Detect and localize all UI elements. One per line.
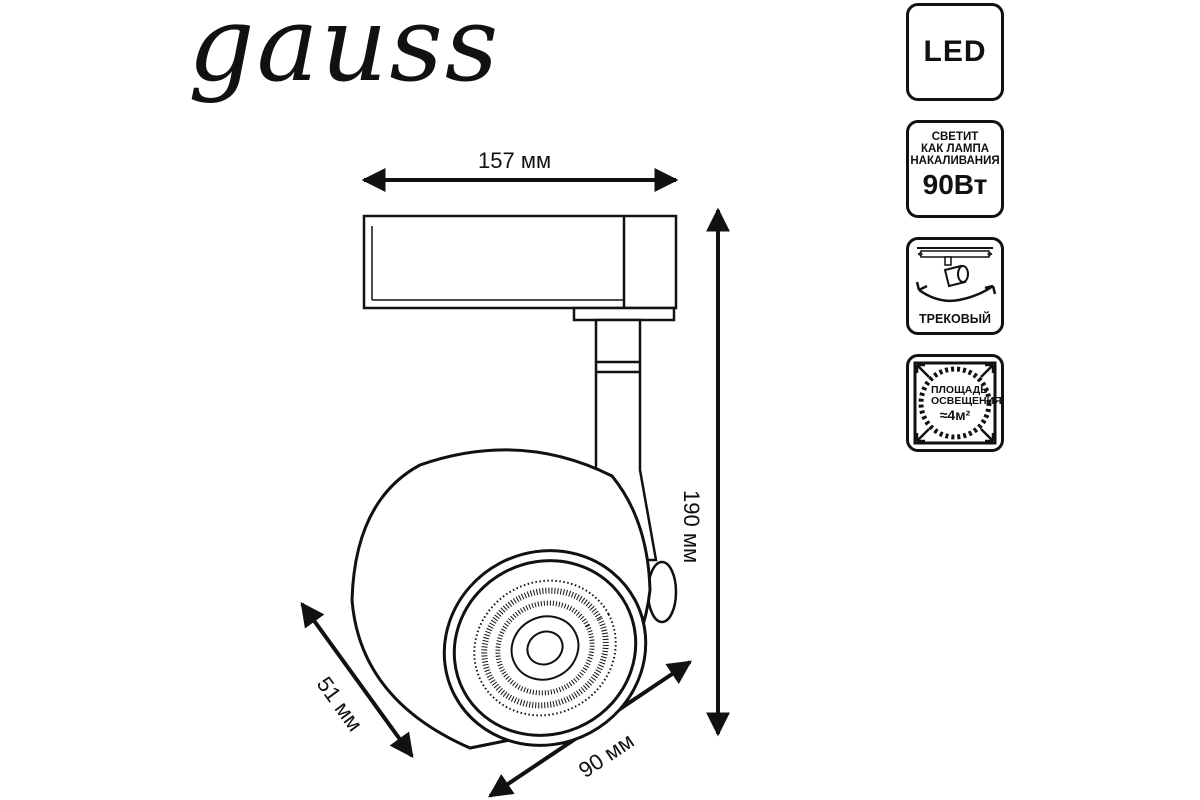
depth-dimension-arrow: [300, 602, 414, 758]
equivalent-line-1: СВЕТИТ: [931, 131, 979, 143]
area-line-1: ПЛОЩАДЬ: [931, 384, 988, 396]
area-label: ПЛОЩАДЬ ОСВЕЩЕНИЯ: [931, 384, 1002, 407]
led-badge: LED: [906, 3, 1004, 101]
reflector: [473, 579, 617, 717]
illumination-area-badge: ПЛОЩАДЬ ОСВЕЩЕНИЯ ≈4м²: [906, 354, 1004, 452]
area-icon: [913, 361, 997, 445]
width-dimension-label: 157 мм: [478, 148, 552, 173]
equivalent-line-3: НАКАЛИВАНИЯ: [910, 155, 1000, 167]
led-label: LED: [923, 35, 987, 68]
equivalent-power-badge: СВЕТИТ КАК ЛАМПА НАКАЛИВАНИЯ 90Вт: [906, 120, 1004, 218]
equivalent-value: 90Вт: [922, 169, 988, 200]
track-adapter: [362, 214, 678, 322]
track-type-badge: ТРЕКОВЫЙ: [906, 237, 1004, 335]
area-line-2: ОСВЕЩЕНИЯ: [931, 395, 1002, 407]
track-type-label: ТРЕКОВЫЙ: [919, 312, 991, 326]
area-value: ≈4м²: [939, 407, 971, 423]
height-dimension-label: 190 мм: [679, 490, 704, 564]
track-light-icon: [915, 247, 997, 303]
equivalent-line-2: КАК ЛАМПА: [920, 143, 990, 155]
gauss-logo: gauss: [188, 0, 501, 105]
